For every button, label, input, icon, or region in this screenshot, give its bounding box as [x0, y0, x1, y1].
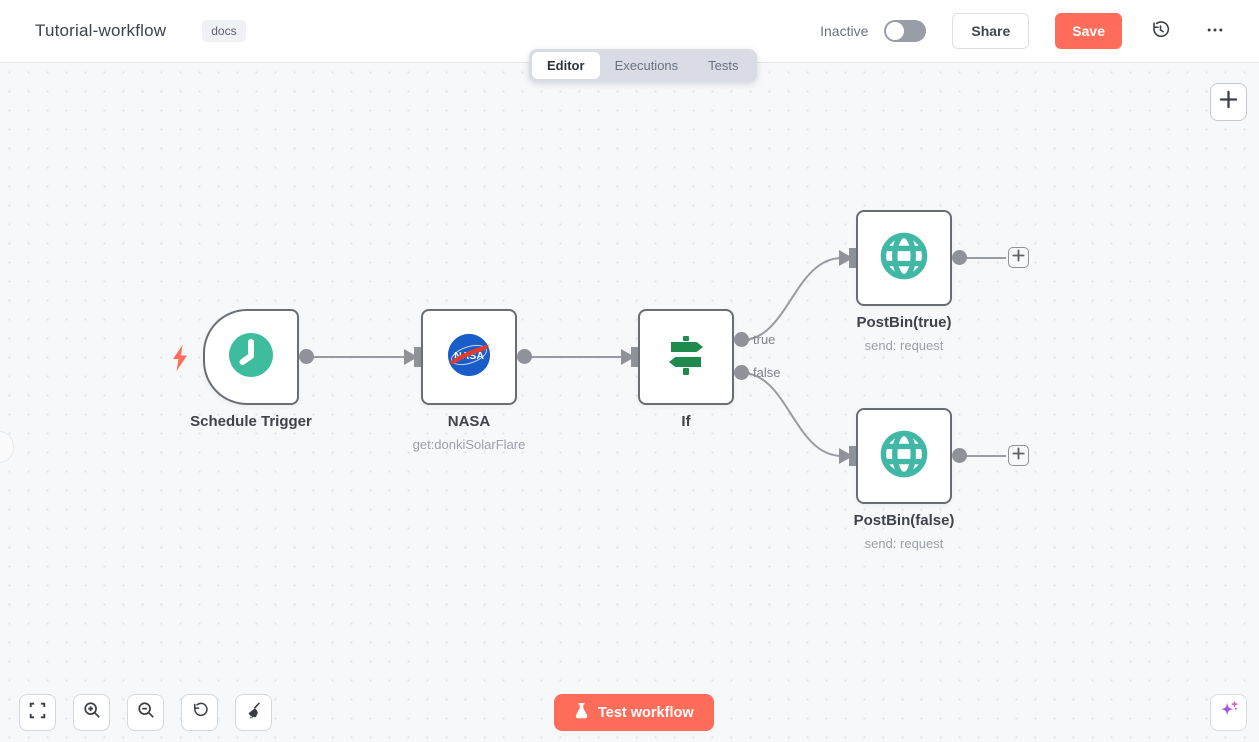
- workflow-title[interactable]: Tutorial-workflow: [35, 21, 167, 40]
- header-actions: Inactive Share Save: [820, 13, 1231, 49]
- test-workflow-button[interactable]: Test workflow: [554, 694, 714, 731]
- toggle-knob: [886, 22, 905, 40]
- undo-icon: [191, 701, 209, 724]
- workflow-status-label: Inactive: [820, 23, 869, 39]
- tab-executions[interactable]: Executions: [614, 58, 679, 73]
- flask-icon: [574, 702, 589, 723]
- plus-icon: [1012, 446, 1025, 465]
- reset-zoom-button[interactable]: [181, 694, 218, 731]
- globe-icon: [878, 428, 930, 485]
- arrowhead-postbinfalse-input: [839, 448, 853, 464]
- signpost-icon: [662, 331, 710, 384]
- node-if[interactable]: [638, 309, 734, 405]
- port-if-input: [631, 347, 638, 367]
- workflow-menu-button[interactable]: [1199, 14, 1231, 49]
- tab-tests[interactable]: Tests: [708, 58, 739, 73]
- port-postbintrue-input: [849, 248, 856, 268]
- node-label-schedule: Schedule Trigger: [190, 413, 312, 430]
- node-label-postbin-false: PostBin(false): [853, 512, 955, 529]
- ellipsis-icon: [1205, 20, 1225, 43]
- zoom-in-icon: [83, 701, 101, 724]
- top-bar: Tutorial-workflow docs Inactive Share Sa…: [0, 0, 1259, 63]
- output-port-postbin-true[interactable]: [952, 250, 967, 265]
- globe-icon: [878, 230, 930, 287]
- node-label-nasa: NASA: [447, 413, 491, 430]
- node-postbin-false[interactable]: [856, 408, 952, 504]
- branch-label-true: true: [753, 332, 776, 347]
- zoom-in-button[interactable]: [73, 694, 110, 731]
- zoom-out-button[interactable]: [127, 694, 164, 731]
- plus-icon: [1012, 248, 1025, 267]
- node-label-postbin-true: PostBin(true): [856, 314, 952, 331]
- add-node-button[interactable]: [1210, 83, 1247, 121]
- arrowhead-if-input: [621, 349, 635, 365]
- ai-assistant-button[interactable]: [1210, 694, 1247, 731]
- output-port-if-false[interactable]: [734, 365, 749, 380]
- node-subtitle-nasa: get:donkiSolarFlare: [412, 437, 526, 452]
- share-button[interactable]: Share: [952, 13, 1030, 49]
- view-tabs: Editor Executions Tests: [529, 49, 757, 82]
- node-subtitle-postbin-true: send: request: [864, 338, 944, 353]
- canvas-controls: [19, 694, 272, 731]
- tab-editor[interactable]: Editor: [532, 52, 600, 79]
- history-icon: [1150, 19, 1171, 43]
- output-port-schedule[interactable]: [299, 349, 314, 364]
- branch-label-false: false: [753, 365, 781, 380]
- output-port-if-true[interactable]: [734, 332, 749, 347]
- add-next-node-button-false[interactable]: [1008, 445, 1029, 466]
- node-label-if: If: [681, 413, 691, 430]
- node-subtitle-postbin-false: send: request: [864, 536, 944, 551]
- node-nasa[interactable]: NASA: [421, 309, 517, 405]
- output-port-nasa[interactable]: [517, 349, 532, 364]
- node-postbin-true[interactable]: [856, 210, 952, 306]
- test-workflow-label: Test workflow: [598, 704, 694, 721]
- port-nasa-input: [414, 347, 421, 367]
- tidy-up-button[interactable]: [235, 694, 272, 731]
- broom-icon: [245, 701, 263, 724]
- trigger-bolt-icon: [170, 344, 190, 377]
- zoom-out-icon: [137, 701, 155, 724]
- node-schedule-trigger[interactable]: [203, 309, 299, 405]
- fit-view-button[interactable]: [19, 694, 56, 731]
- add-next-node-button-true[interactable]: [1008, 247, 1029, 268]
- workflow-canvas[interactable]: [0, 63, 1259, 742]
- plus-icon: [1219, 90, 1238, 114]
- sparkle-icon: [1218, 699, 1240, 726]
- workflow-tag[interactable]: docs: [202, 20, 246, 42]
- output-port-postbin-false[interactable]: [952, 448, 967, 463]
- save-button[interactable]: Save: [1055, 13, 1122, 49]
- active-toggle[interactable]: [884, 20, 927, 42]
- fit-view-icon: [29, 702, 46, 724]
- port-postbinfalse-input: [849, 446, 856, 466]
- history-button[interactable]: [1144, 13, 1177, 49]
- nasa-logo-icon: NASA: [446, 332, 492, 383]
- arrowhead-postbintrue-input: [839, 250, 853, 266]
- clock-icon: [227, 331, 275, 384]
- arrowhead-nasa-input: [404, 349, 418, 365]
